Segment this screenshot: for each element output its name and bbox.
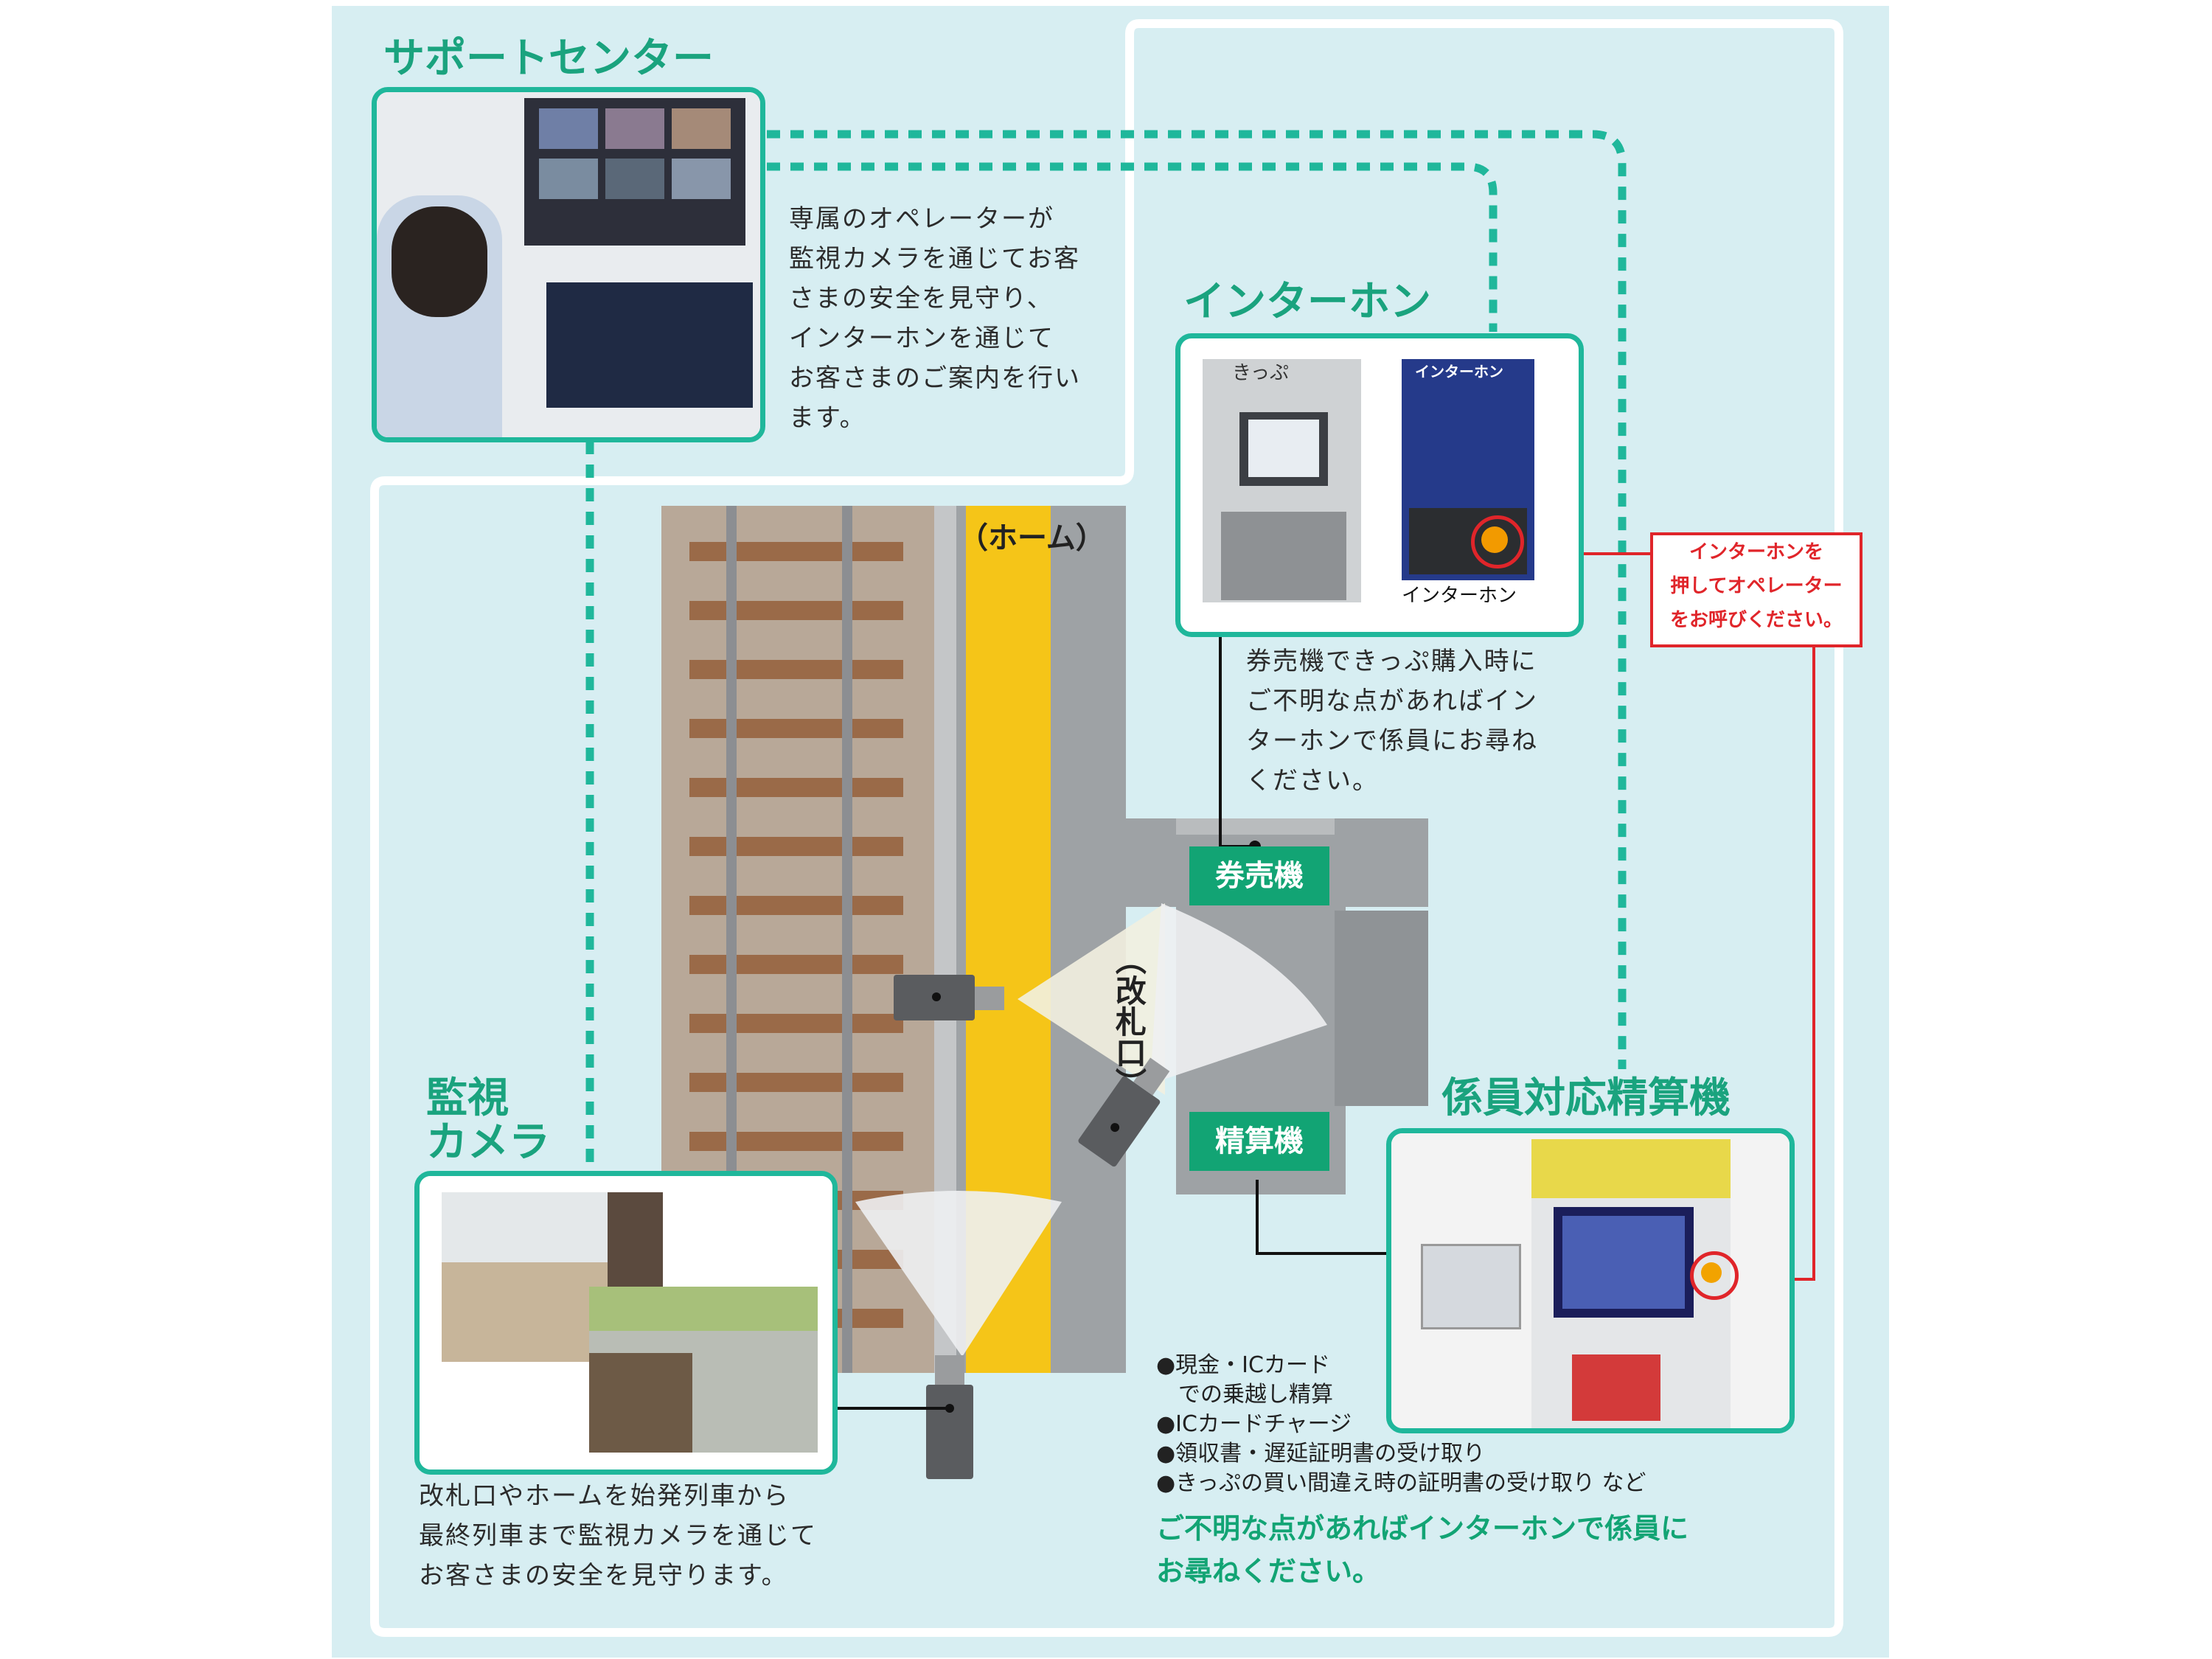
note-line: ご不明な点があればインターホンで係員に	[1156, 1507, 1688, 1550]
text-line: 券売機できっぷ購入時に	[1246, 641, 1538, 681]
callout-line: インターホンを	[1653, 535, 1860, 569]
camera-heading: 監視 カメラ	[426, 1077, 550, 1165]
fare-adjust-note: ご不明な点があればインターホンで係員に お尋ねください。	[1156, 1507, 1688, 1593]
feature-item: ●ICカードチャージ	[1156, 1410, 1646, 1439]
machine-label: きっぷ	[1232, 359, 1289, 388]
intercom-button-highlight	[1471, 515, 1524, 568]
feature-item: ●現金・ICカード	[1156, 1351, 1646, 1380]
support-center-heading: サポートセンター	[383, 28, 714, 90]
feature-item: での乗越し精算	[1156, 1380, 1646, 1410]
text-line: 改札口やホームを始発列車から	[419, 1476, 817, 1516]
text-line: お客さまの安全を見守ります。	[419, 1556, 817, 1596]
text-line: 専属のオペレーターが	[789, 199, 1081, 239]
camera-heading-line: カメラ	[426, 1121, 550, 1165]
callout-line: をお呼びください。	[1653, 603, 1860, 637]
fare-machine-box: 精算機	[1189, 1112, 1329, 1171]
intercom-callout: インターホンを 押してオペレーター をお呼びください。	[1650, 532, 1863, 647]
fare-adjust-heading: 係員対応精算機	[1441, 1068, 1731, 1130]
gate-corridor	[1335, 911, 1428, 1106]
intercom-text: 券売機できっぷ購入時に ご不明な点があればイン ターホンで係員にお尋ね ください…	[1246, 641, 1538, 801]
ticket-machine-tab	[1176, 818, 1335, 835]
intercom-caption: インターホン	[1402, 582, 1517, 611]
camera-photo	[414, 1171, 838, 1475]
feature-item: ●きっぷの買い間違え時の証明書の受け取り など	[1156, 1469, 1646, 1498]
feature-item: ●領収書・遅延証明書の受け取り	[1156, 1439, 1646, 1469]
text-line: ください。	[1246, 761, 1538, 801]
support-center-photo	[372, 87, 765, 442]
intercom-button-highlight	[1690, 1251, 1739, 1300]
text-line: ターホンで係員にお尋ね	[1246, 721, 1538, 761]
callout-line: 押してオペレーター	[1653, 569, 1860, 603]
text-line: さまの安全を見守り、	[789, 279, 1081, 319]
fare-adjust-features: ●現金・ICカード での乗越し精算 ●ICカードチャージ ●領収書・遅延証明書の…	[1156, 1351, 1646, 1498]
text-line: ご不明な点があればイン	[1246, 681, 1538, 721]
note-line: お尋ねください。	[1156, 1550, 1688, 1593]
intercom-panel-title: インターホン	[1415, 361, 1503, 383]
gate-label: （改札口）	[1110, 944, 1147, 1099]
ticket-machine-box: 券売機	[1189, 846, 1329, 905]
intercom-photo: きっぷ インターホン インターホン	[1175, 333, 1584, 637]
text-line: ます。	[789, 398, 1081, 438]
text-line: 最終列車まで監視カメラを通じて	[419, 1516, 817, 1556]
text-line: インターホンを通じて	[789, 319, 1081, 358]
text-line: お客さまのご案内を行い	[789, 358, 1081, 398]
platform-label: （ホーム）	[959, 516, 1105, 560]
camera-heading-line: 監視	[426, 1077, 550, 1121]
camera-text: 改札口やホームを始発列車から 最終列車まで監視カメラを通じて お客さまの安全を見…	[419, 1476, 817, 1596]
intercom-heading: インターホン	[1183, 271, 1431, 333]
text-line: 監視カメラを通じてお客	[789, 239, 1081, 279]
support-center-text: 専属のオペレーターが 監視カメラを通じてお客 さまの安全を見守り、 インターホン…	[789, 199, 1081, 438]
